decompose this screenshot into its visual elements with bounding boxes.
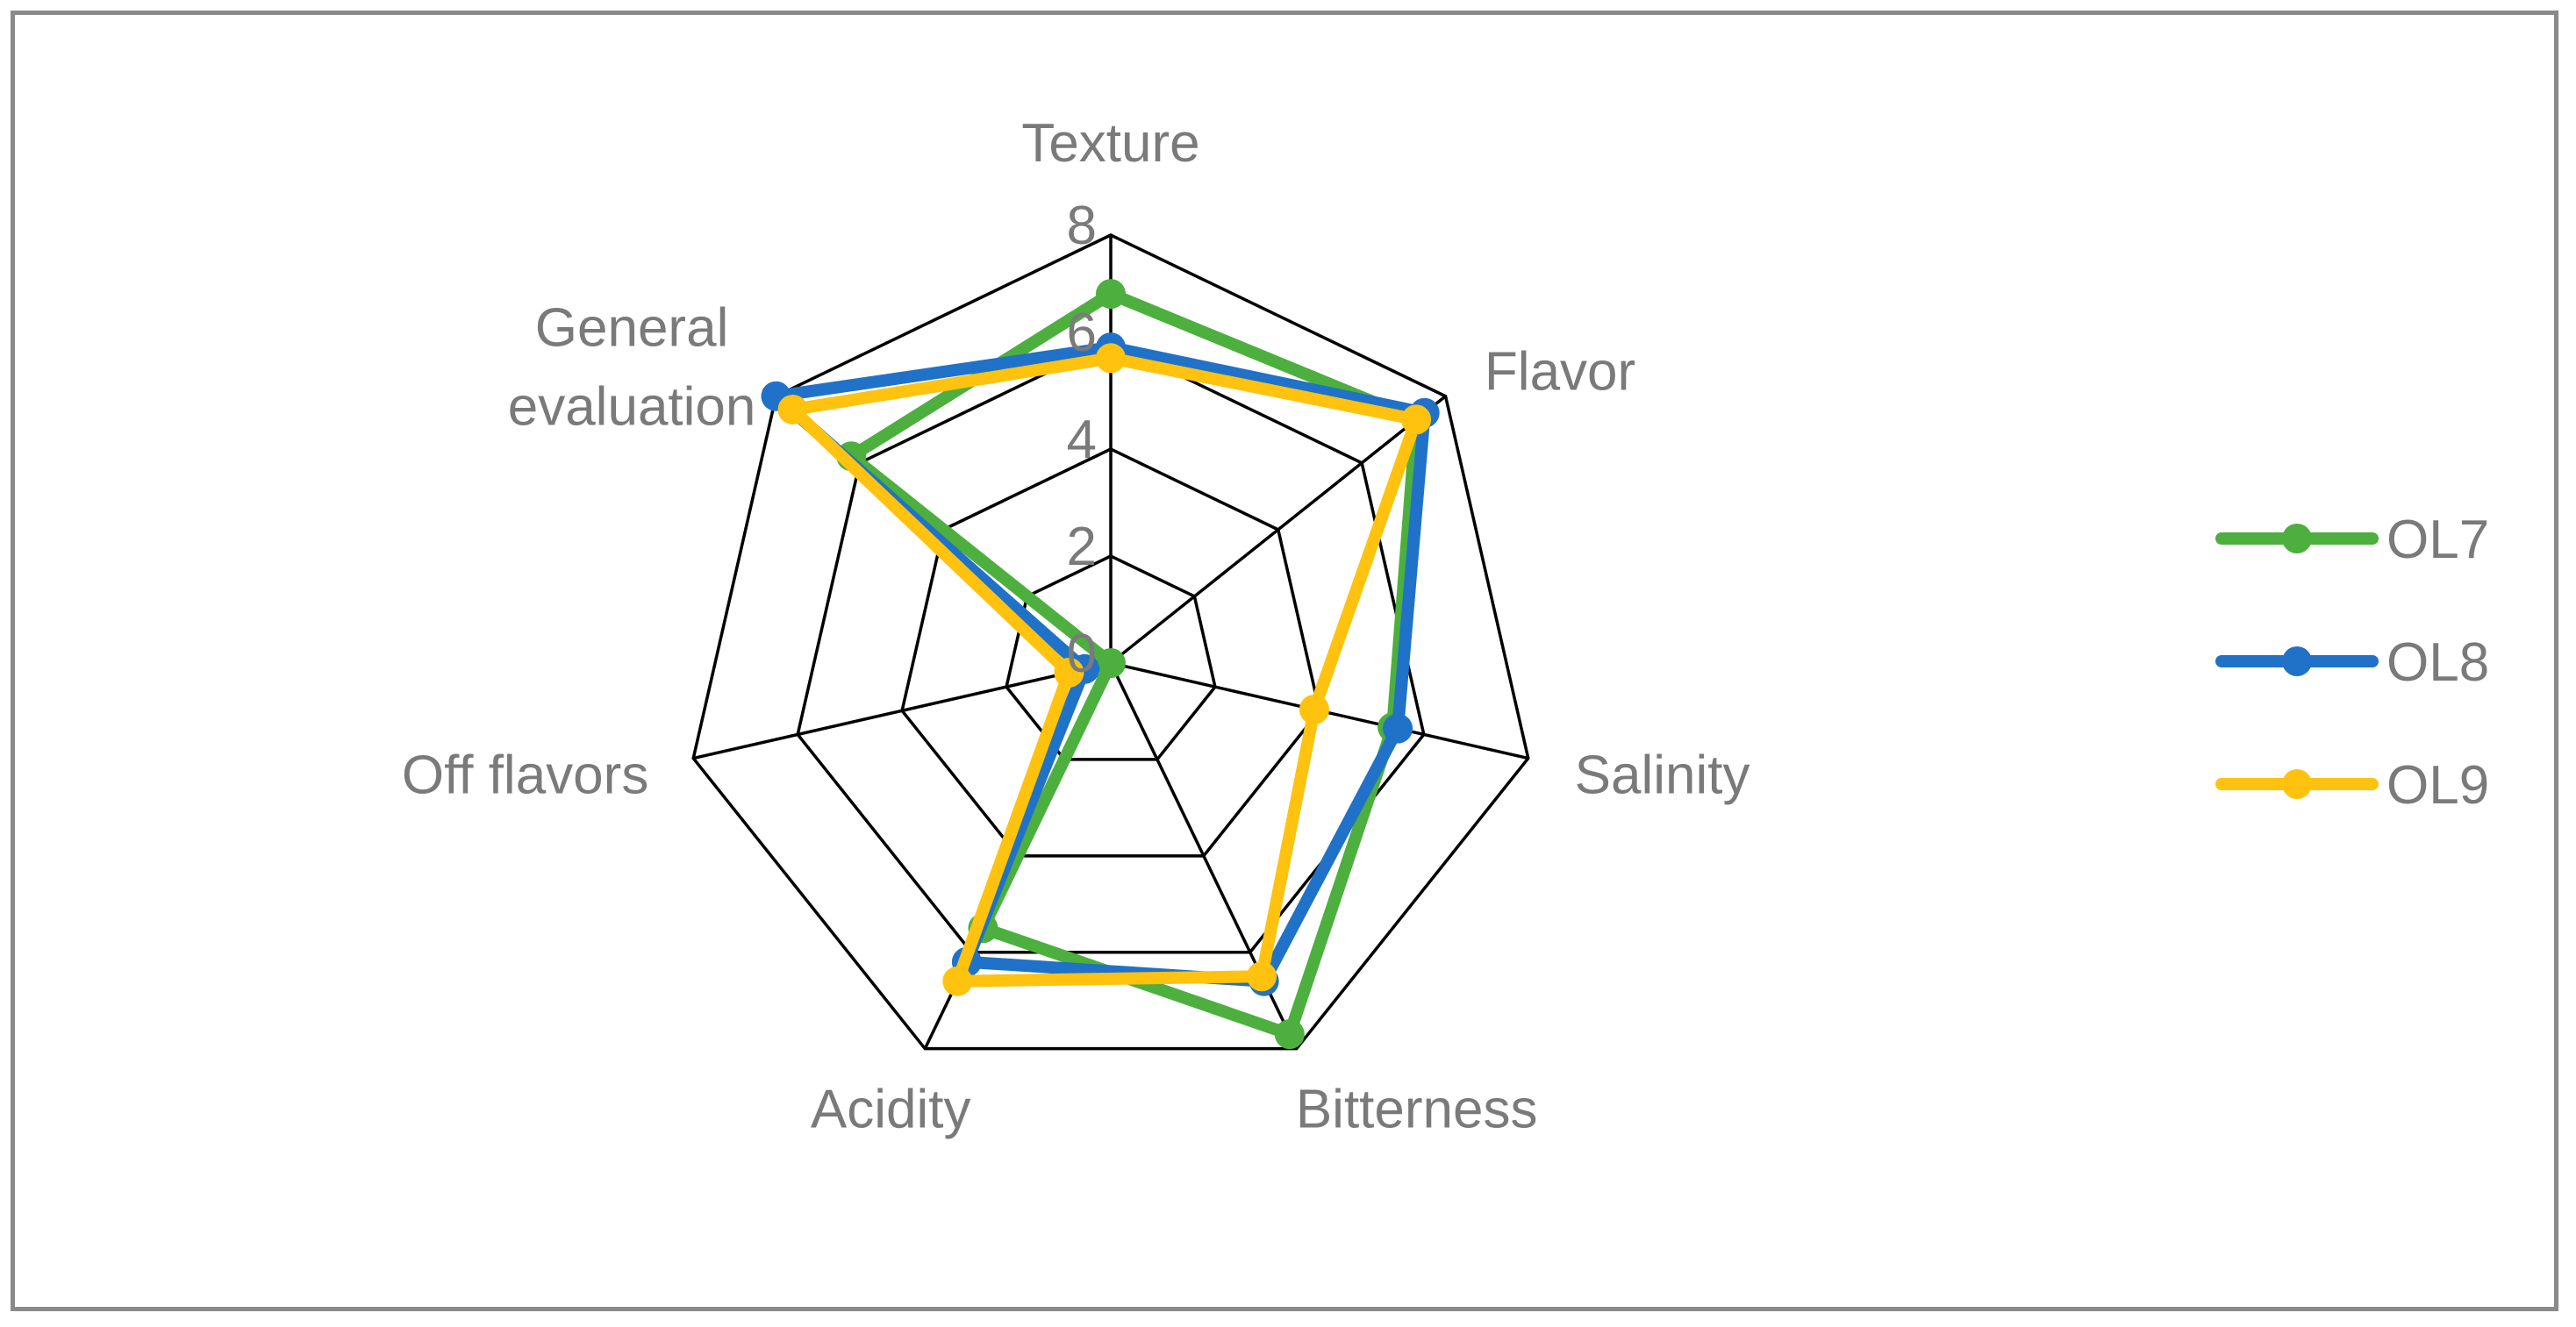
axis-label: Bitterness [1296, 1079, 1538, 1139]
grid-ring [900, 447, 1321, 858]
legend-label: OL7 [2386, 510, 2489, 570]
data-point-ol7 [1096, 279, 1126, 310]
radial-tick-label: 8 [1067, 196, 1097, 256]
legend-marker [2282, 524, 2312, 553]
series-layer [761, 279, 1440, 1050]
axis-label: Salinity [1575, 745, 1750, 805]
radial-tick-label: 0 [1067, 624, 1097, 684]
data-point-ol9 [1401, 404, 1432, 435]
legend-marker [2282, 646, 2312, 676]
chart-frame [11, 11, 2558, 1311]
data-point-ol7 [1096, 648, 1126, 678]
axis-spoke [1109, 395, 1447, 665]
legend-item-ol9: OL9 [2215, 755, 2489, 816]
grid-ring [796, 340, 1426, 954]
radial-tick-label: 2 [1067, 517, 1097, 577]
data-point-ol9 [942, 966, 973, 996]
radial-tick-label: 4 [1067, 410, 1097, 470]
data-point-ol9 [1247, 961, 1277, 992]
legend-label: OL8 [2386, 632, 2489, 693]
data-point-ol9 [777, 394, 808, 424]
axis-label: Off flavors [402, 745, 648, 805]
legend-item-ol8: OL8 [2215, 632, 2489, 693]
data-point-ol8 [1383, 713, 1413, 744]
data-point-ol9 [1054, 657, 1084, 688]
legend-item-ol7: OL7 [2215, 510, 2489, 570]
axis-label: Acidity [811, 1079, 971, 1139]
axis-label: Texture [1021, 113, 1199, 174]
data-point-ol9 [1096, 343, 1126, 374]
radial-tick-label: 6 [1067, 303, 1097, 363]
axis-spoke [692, 661, 1112, 760]
axis-label: Flavor [1485, 341, 1635, 402]
legend-label: OL9 [2386, 755, 2489, 816]
data-point-ol7 [1274, 1019, 1305, 1050]
data-point-ol9 [1299, 694, 1329, 724]
grid-ring [691, 233, 1530, 1051]
legend-marker [2282, 769, 2312, 799]
series-line-ol9 [786, 352, 1423, 988]
